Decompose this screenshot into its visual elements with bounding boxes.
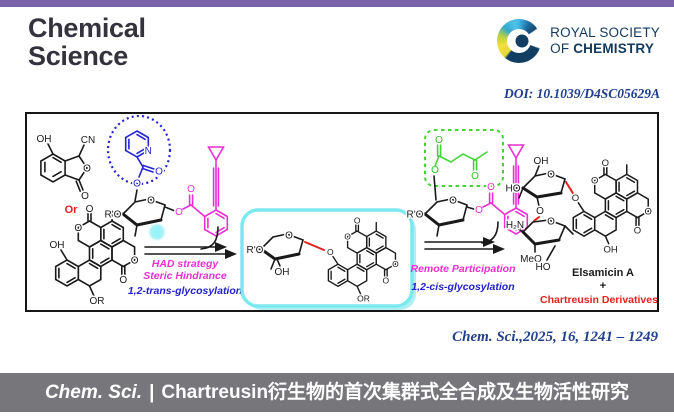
elsamicin-disaccharide: OH O HO O O H₂N	[504, 155, 575, 275]
atom-label: R'O	[105, 210, 122, 221]
atom-label: N	[145, 146, 152, 157]
reaction-scheme-frame: O O O O O O	[25, 112, 659, 312]
chartreusin-derivatives-label: Chartreusin Derivatives	[540, 294, 657, 306]
reaction-arrow-1	[144, 226, 237, 259]
product-sugar: O R'O OH	[245, 229, 304, 280]
step1-line1: HAD strategy	[152, 258, 220, 270]
atom-label: O	[83, 164, 91, 175]
cyanophthalide-structure: O CN O OH	[35, 133, 97, 204]
donor-2-sugar: O R'O	[405, 175, 478, 237]
atom-label: HO	[506, 184, 521, 195]
rsc-logo: ROYAL SOCIETY OF CHEMISTRY	[497, 19, 660, 63]
atom-label: O	[435, 135, 443, 146]
rsc-logo-text: ROYAL SOCIETY OF CHEMISTRY	[550, 25, 660, 57]
atom-label: O	[536, 206, 544, 217]
atom-label: O	[471, 171, 479, 182]
atom-label: OH	[534, 156, 549, 167]
atom-label: HO	[536, 262, 551, 273]
atom-label: OH	[50, 240, 65, 251]
doi-text: DOI: 10.1039/D4SC05629A	[503, 86, 660, 101]
citation-text: Chem. Sci.,2025, 16, 1241 – 1249	[452, 329, 658, 345]
atom-label: OH	[37, 134, 52, 145]
atom-label: R'O	[407, 210, 424, 221]
banner-chinese-title: Chartreusin衍生物的首次集群式全合成及生物活性研究	[161, 382, 630, 403]
picolinoyl-ester: O O	[132, 156, 165, 191]
chartarin-aglycone-product: O OR	[326, 214, 401, 305]
top-purple-bar	[0, 0, 674, 7]
step2-line2: 1,2-cis-glycosylation	[411, 281, 514, 293]
atom-label: H₂N	[506, 220, 524, 231]
chartarin-aglycone-elsamicin: O OH	[570, 156, 654, 257]
atom-label: O	[285, 231, 293, 242]
rsc-line2: OF CHEMISTRY	[550, 41, 655, 56]
atom-label: O	[155, 167, 163, 178]
rsc-center-dot-icon	[515, 34, 529, 48]
atom-label: OR	[357, 294, 370, 304]
chartarin-aglycone-reactant: OH OR	[48, 202, 141, 309]
step2-line1: Remote Participation	[410, 263, 515, 275]
red-glycosidic-bond	[565, 181, 575, 196]
elsamicin-sugar-bottom: O H₂N MeO HO	[504, 215, 574, 275]
cyan-product-box	[240, 208, 414, 308]
journal-title: Chemical Science	[28, 14, 146, 70]
rsc-c-ring-icon	[497, 19, 542, 63]
step1-line2: Steric Hindrance	[143, 270, 227, 282]
or-label: Or	[65, 204, 79, 216]
elsamicin-sugar-top: OH O HO O	[504, 155, 566, 219]
step1-line3: 1,2-trans-glycosylation	[128, 285, 242, 297]
banner-separator: |	[149, 382, 155, 403]
rsc-line1: ROYAL SOCIETY	[550, 25, 660, 40]
elsamicin-label: Elsamicin A	[572, 267, 634, 279]
glycosylated-product: O R'O OH O OR	[245, 214, 401, 305]
plus-sign: +	[600, 280, 606, 292]
benzoate-group-1	[173, 145, 229, 238]
red-interglycosidic-bond	[533, 216, 540, 222]
atom-label: O	[327, 247, 334, 257]
donor-1-sugar: O R'O	[103, 189, 176, 242]
journal-title-line2: Science	[28, 41, 128, 71]
blue-dotted-circle	[106, 114, 172, 186]
atom-label: O	[147, 196, 155, 207]
atom-label: MeO	[520, 254, 542, 265]
atom-label: O	[81, 191, 89, 202]
atom-label: O	[547, 170, 555, 181]
green-dashed-box	[424, 129, 504, 187]
atom-label: O	[547, 217, 555, 228]
reaction-arrow-2	[424, 221, 505, 254]
levulinoyl-ester: O O O	[430, 134, 488, 184]
anomeric-highlight-ball	[147, 222, 167, 242]
atom-label: O	[449, 196, 457, 207]
glycosyl-donor-1: N O O O R'O	[103, 114, 229, 242]
atom-label: R'O	[247, 245, 264, 256]
atom-label: O	[133, 179, 141, 190]
atom-label: O	[431, 165, 439, 176]
atom-label: O	[572, 193, 579, 204]
atom-label: OR	[90, 296, 105, 307]
glycosyl-donor-2: O O O O R'O	[405, 129, 529, 237]
journal-title-line1: Chemical	[28, 13, 146, 43]
atom-label: OH	[275, 267, 290, 278]
bottom-title-banner: Chem. Sci. | Chartreusin衍生物的首次集群式全合成及生物活性研…	[0, 373, 674, 412]
red-glycosidic-bond	[304, 241, 325, 251]
banner-journal: Chem. Sci.	[44, 382, 143, 403]
reaction-scheme: O O O O O O	[35, 114, 658, 310]
atom-label: CN	[81, 135, 95, 146]
pyridine-ring: N	[124, 130, 153, 158]
atom-label: OH	[603, 244, 617, 255]
